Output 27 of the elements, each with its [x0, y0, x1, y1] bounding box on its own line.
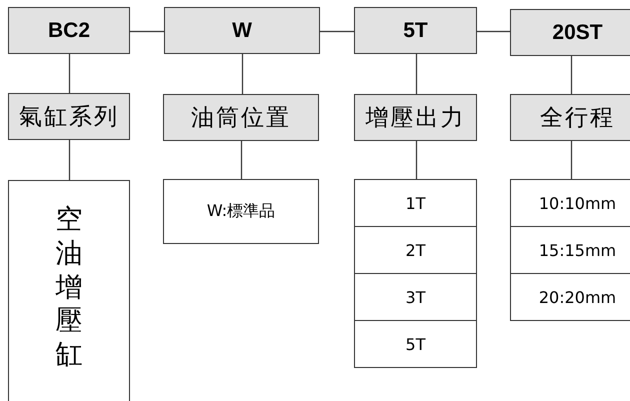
- connector-line: [240, 141, 242, 179]
- code-box: 20ST: [510, 9, 630, 56]
- connector-line: [477, 30, 510, 32]
- connector-line: [242, 54, 244, 94]
- option-cell: 2T: [354, 226, 477, 274]
- description-box: 空油增壓缸: [8, 180, 130, 401]
- connector-line: [570, 56, 572, 94]
- category-box: 全行程: [510, 94, 630, 141]
- option-cell: 3T: [354, 273, 477, 321]
- option-cell: 20:20mm: [510, 273, 630, 321]
- option-cell: W:標準品: [163, 179, 319, 244]
- connector-line: [570, 141, 572, 179]
- code-box: BC2: [8, 7, 130, 54]
- connector-line: [68, 140, 70, 180]
- connector-line: [416, 54, 418, 94]
- connector-line: [68, 54, 70, 93]
- option-cell: 10:10mm: [510, 179, 630, 227]
- code-box: 5T: [354, 7, 477, 54]
- code-box: W: [164, 7, 320, 54]
- category-box: 油筒位置: [163, 94, 319, 141]
- option-cell: 5T: [354, 320, 477, 368]
- connector-line: [416, 141, 418, 179]
- category-box: 氣缸系列: [8, 93, 130, 140]
- category-box: 增壓出力: [354, 94, 477, 141]
- connector-line: [320, 30, 354, 32]
- connector-line: [130, 30, 164, 32]
- option-cell: 1T: [354, 179, 477, 227]
